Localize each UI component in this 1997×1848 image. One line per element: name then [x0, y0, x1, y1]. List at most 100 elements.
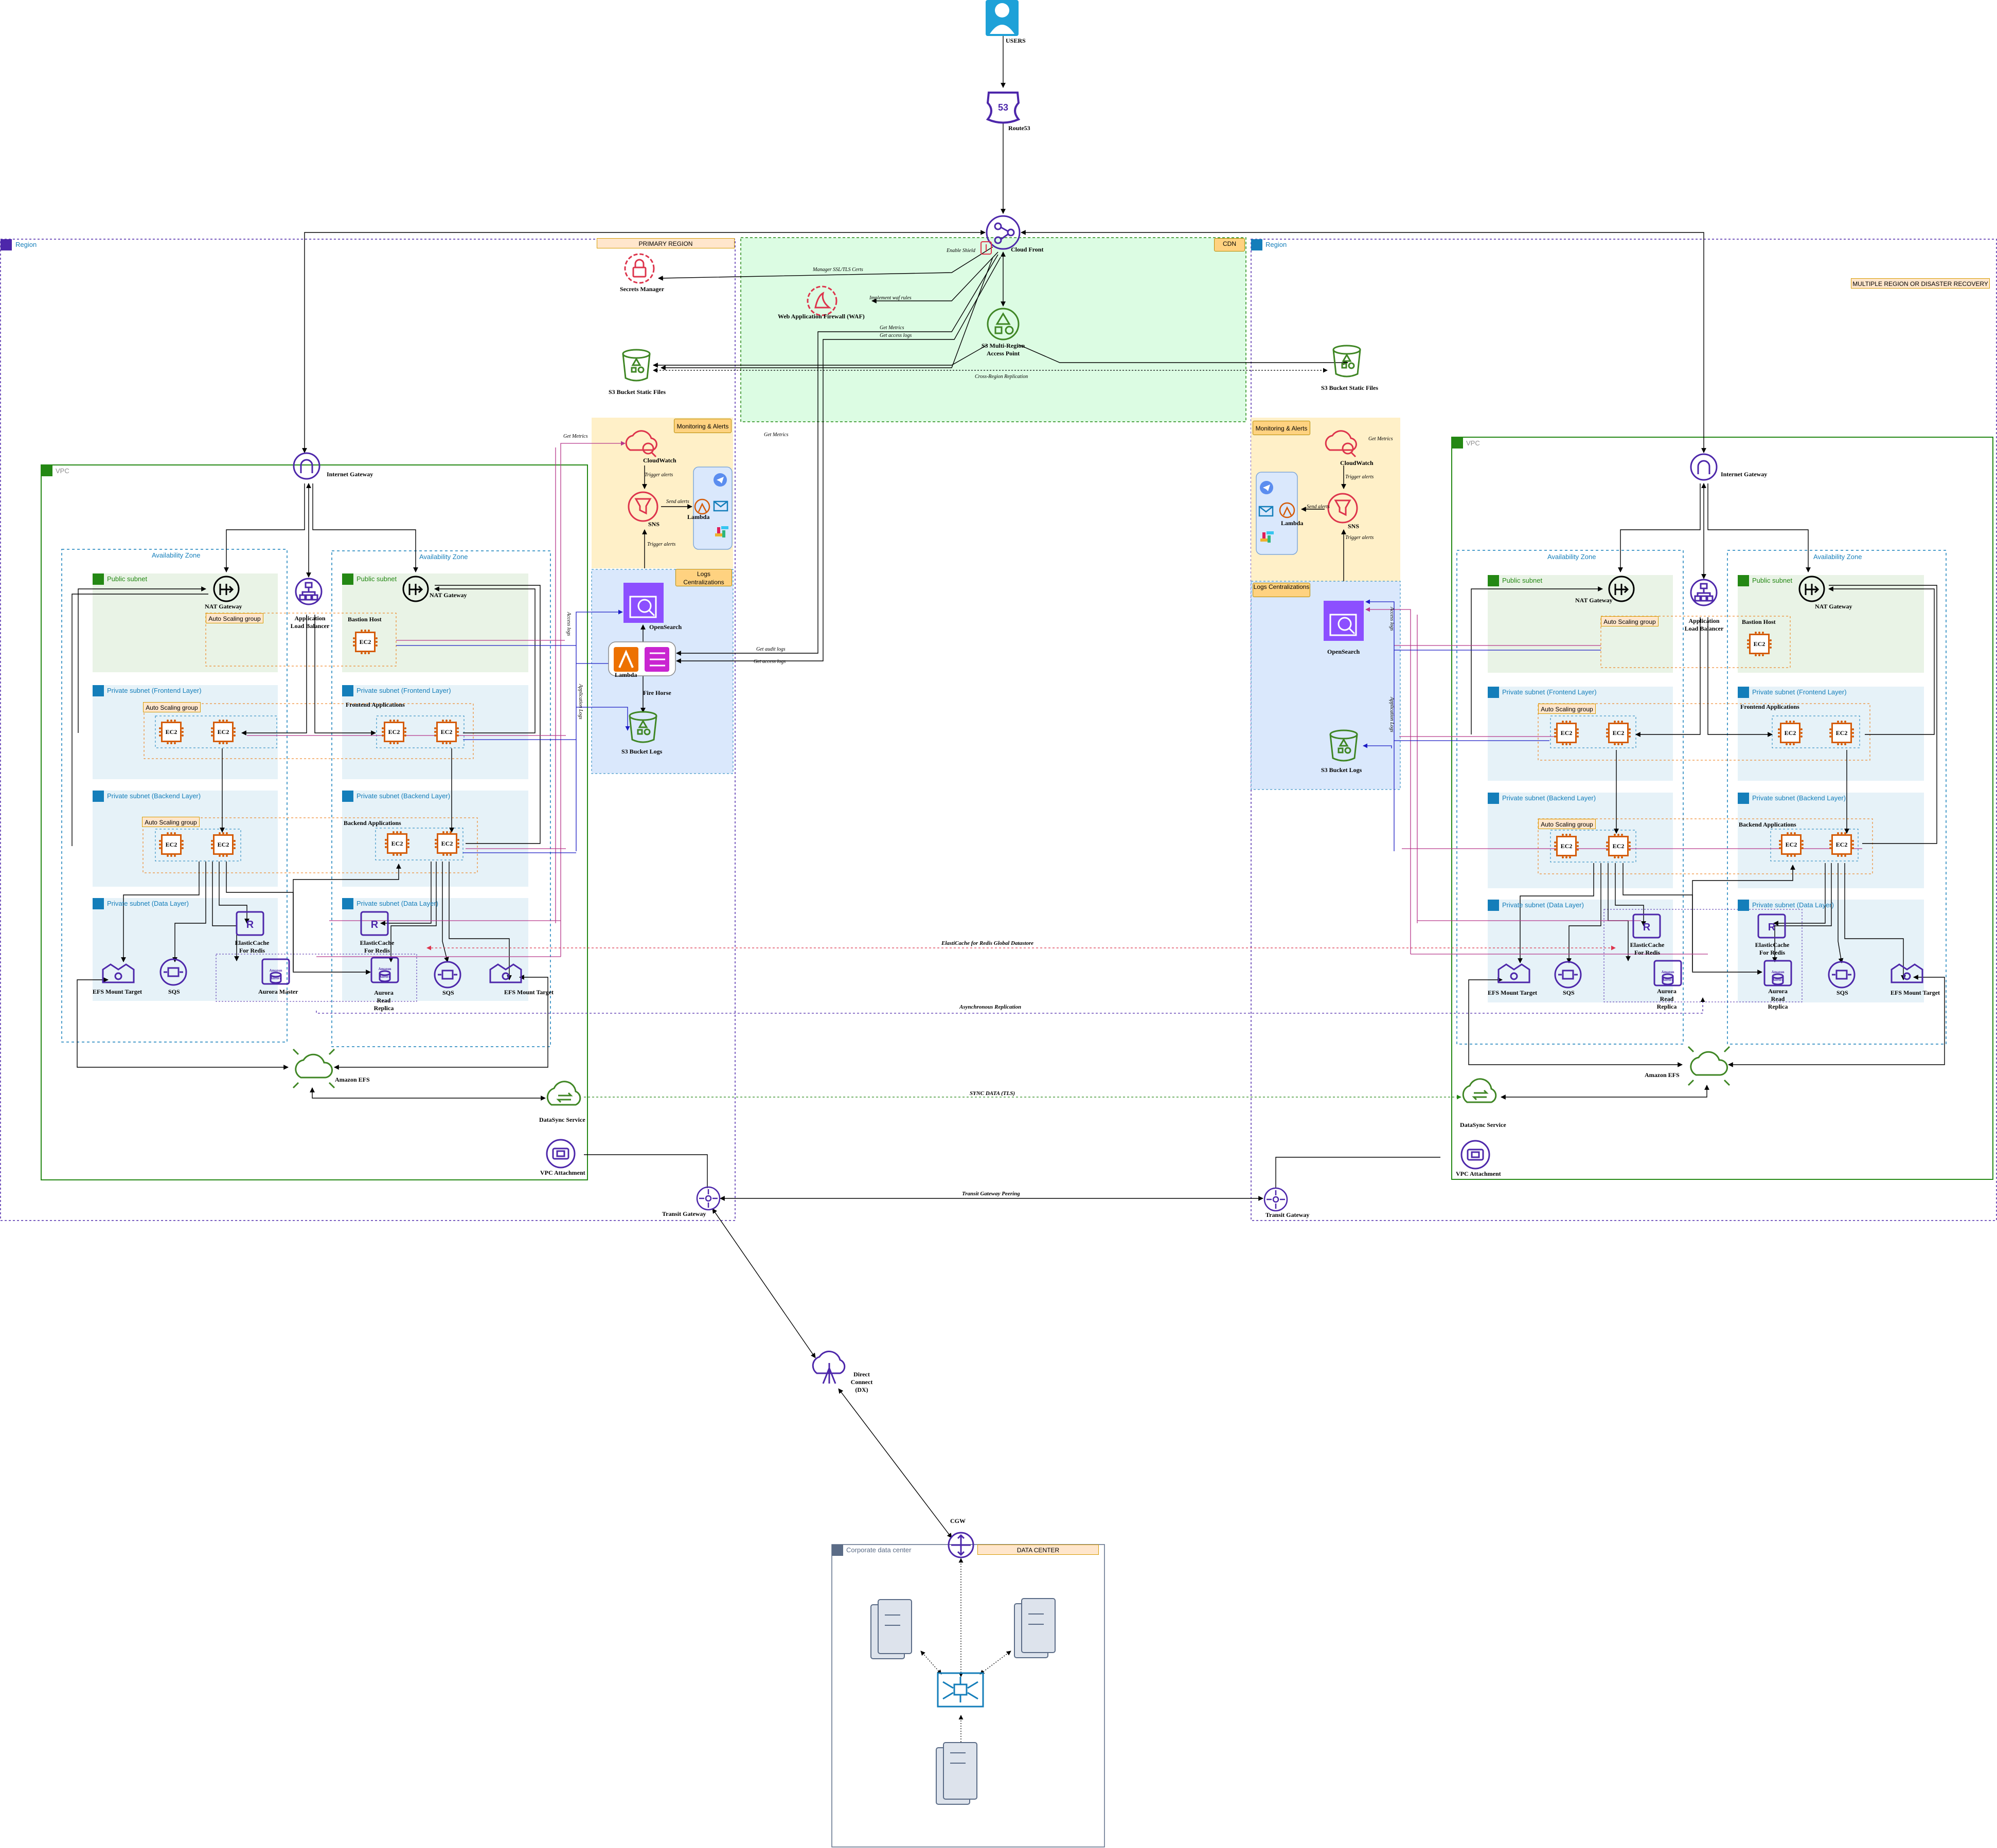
async-replication-label: Asynchronous Replication	[959, 1004, 1022, 1010]
cdn-area	[740, 237, 1246, 422]
svg-text:R: R	[1643, 922, 1651, 933]
primary-sns-label: SNS	[648, 521, 660, 528]
ec2-icon: EC2	[159, 720, 184, 744]
dr-asg-back-tag: Auto Scaling group	[1538, 819, 1596, 829]
lock-icon	[342, 791, 353, 802]
primary-elasticache1-icon: R	[236, 911, 264, 936]
ec2-icon: EC2	[1606, 721, 1631, 745]
primary-elasticache2-label: ElasticCache For Redis	[360, 939, 395, 954]
dr-sqs2-icon	[1828, 961, 1856, 989]
dr-frontend-apps-label: Frontend Applications	[1740, 703, 1799, 710]
corp-building-icon	[832, 1545, 843, 1556]
ec2-icon: EC2	[1829, 832, 1854, 857]
lock-icon	[1488, 793, 1499, 804]
cloudfront-label: Cloud Front	[1011, 246, 1044, 253]
tgw-peering-label: Transit Gateway Peering	[962, 1191, 1020, 1197]
primary-asg-back	[142, 817, 478, 873]
dr-region-label: Region	[1265, 241, 1287, 248]
edge-label-access-logs: Get access logs	[880, 333, 912, 338]
dr-efs-target2-label: EFS Mount Target	[1891, 989, 1940, 996]
primary-asg-tag: Auto Scaling group	[206, 613, 263, 623]
dr-region-flag-icon	[1251, 239, 1262, 250]
lock-icon	[93, 791, 104, 802]
primary-send-alerts: Send alerts	[666, 499, 689, 505]
lock-icon	[342, 573, 353, 585]
primary-trigger-alerts1: Trigger alerts	[645, 472, 673, 478]
ec2-bastion-icon: EC2	[353, 630, 378, 654]
ec2-icon: EC2	[1554, 721, 1579, 745]
primary-aurora-replica-icon	[370, 957, 399, 983]
edge-label-certs: Manager SSL/TLS Certs	[813, 267, 863, 273]
dr-application-logs-v: Application Logs	[1389, 697, 1395, 732]
primary-public-subnet1-label: Public subnet	[107, 575, 148, 583]
primary-data-subnet1-label: Private subnet (Data Layer)	[107, 900, 189, 907]
primary-asg-front	[144, 703, 474, 759]
s3-static-primary-icon	[622, 349, 651, 382]
dr-elasticache2-icon: R	[1757, 913, 1786, 939]
dr-igw-icon	[1690, 453, 1718, 481]
dr-cloudwatch-icon	[1325, 430, 1357, 458]
dr-sns-label: SNS	[1348, 523, 1360, 530]
dr-elasticache1-icon: R	[1632, 913, 1661, 939]
secrets-manager-label: Secrets Manager	[620, 285, 665, 293]
primary-lambda-logs-icon	[614, 647, 638, 672]
dr-frontend-subnet1	[1488, 687, 1673, 781]
lock-icon	[1738, 575, 1749, 586]
sync-data-label: SYNC DATA (TLS)	[970, 1090, 1015, 1097]
primary-frontend-subnet1-label: Private subnet (Frontend Layer)	[107, 687, 202, 694]
edge-label-metrics: Get Metrics	[880, 325, 904, 331]
primary-asg-bastion	[205, 613, 397, 667]
primary-region-tag: PRIMARY REGION	[597, 238, 735, 248]
lock-icon	[1488, 575, 1499, 586]
primary-region-label: Region	[15, 241, 37, 248]
dr-asg-bastion	[1600, 616, 1791, 668]
dr-nat2-label: NAT Gateway	[1815, 603, 1852, 610]
ec2-icon: EC2	[1779, 832, 1804, 857]
server-right-icon	[1014, 1598, 1056, 1658]
dr-aurora-replica2-caption: Amazon Aurora	[1771, 970, 1785, 982]
dr-vpc-attachment-icon	[1460, 1140, 1490, 1170]
primary-aurora-replica-caption: Amazon Aurora	[378, 967, 391, 979]
svg-text:R: R	[371, 919, 379, 930]
dr-s3-logs-label: S3 Bucket Logs	[1321, 766, 1362, 774]
lock-icon	[1488, 687, 1499, 698]
lock-icon	[93, 573, 104, 585]
dr-aurora-replica1-caption: Amazon Aurora	[1661, 970, 1674, 982]
primary-telegram-icon	[714, 473, 727, 487]
dr-telegram-icon	[1260, 481, 1273, 494]
primary-elasticache2-icon: R	[360, 911, 389, 936]
dr-az1-label: Availability Zone	[1547, 553, 1596, 561]
primary-region-flag-icon	[1, 239, 12, 250]
primary-firehose-icon	[645, 647, 669, 672]
dr-access-logs-v: Access logs	[1389, 607, 1395, 631]
lock-icon	[342, 898, 353, 909]
dr-aurora-replica2-icon	[1763, 960, 1792, 986]
dx-label: Direct Connect (DX)	[850, 1371, 873, 1393]
dr-nat1-label: NAT Gateway	[1575, 597, 1613, 604]
dr-ec2grp-f2	[1772, 715, 1860, 748]
dr-opensearch-label: OpenSearch	[1327, 648, 1360, 655]
primary-data-subnet2-label: Private subnet (Data Layer)	[356, 900, 438, 907]
svg-text:R: R	[246, 919, 254, 930]
ec2-icon: EC2	[211, 720, 236, 744]
server-icons	[870, 1598, 1056, 1805]
primary-cloudwatch-icon	[625, 430, 657, 458]
zone-corner-icons	[1, 239, 1749, 1556]
dr-region-tag: MULTIPLE REGION OR DISASTER RECOVERY	[1851, 278, 1990, 289]
primary-igw-icon	[293, 452, 320, 480]
dc-tag: DATA CENTER	[977, 1545, 1099, 1555]
svg-text:53: 53	[998, 102, 1008, 113]
waf-icon	[807, 285, 837, 316]
dr-sns-icon	[1327, 493, 1358, 524]
dr-datasync-label: DataSync Service	[1460, 1121, 1506, 1128]
dr-ec2grp-b1	[1550, 830, 1636, 863]
primary-nat2-label: NAT Gateway	[430, 591, 467, 599]
dr-monitoring-tag: Monitoring & Alerts	[1253, 421, 1310, 435]
primary-az1-label: Availability Zone	[152, 551, 201, 559]
primary-aurora-replica-label: Aurora Read Replica	[373, 989, 394, 1012]
dr-lambda-alerts-label: Lambda	[1281, 519, 1304, 527]
dr-frontend-subnet1-label: Private subnet (Frontend Layer)	[1502, 688, 1597, 696]
ec2-icon: EC2	[385, 831, 409, 856]
primary-get-metrics-b: Get Metrics	[764, 432, 789, 438]
